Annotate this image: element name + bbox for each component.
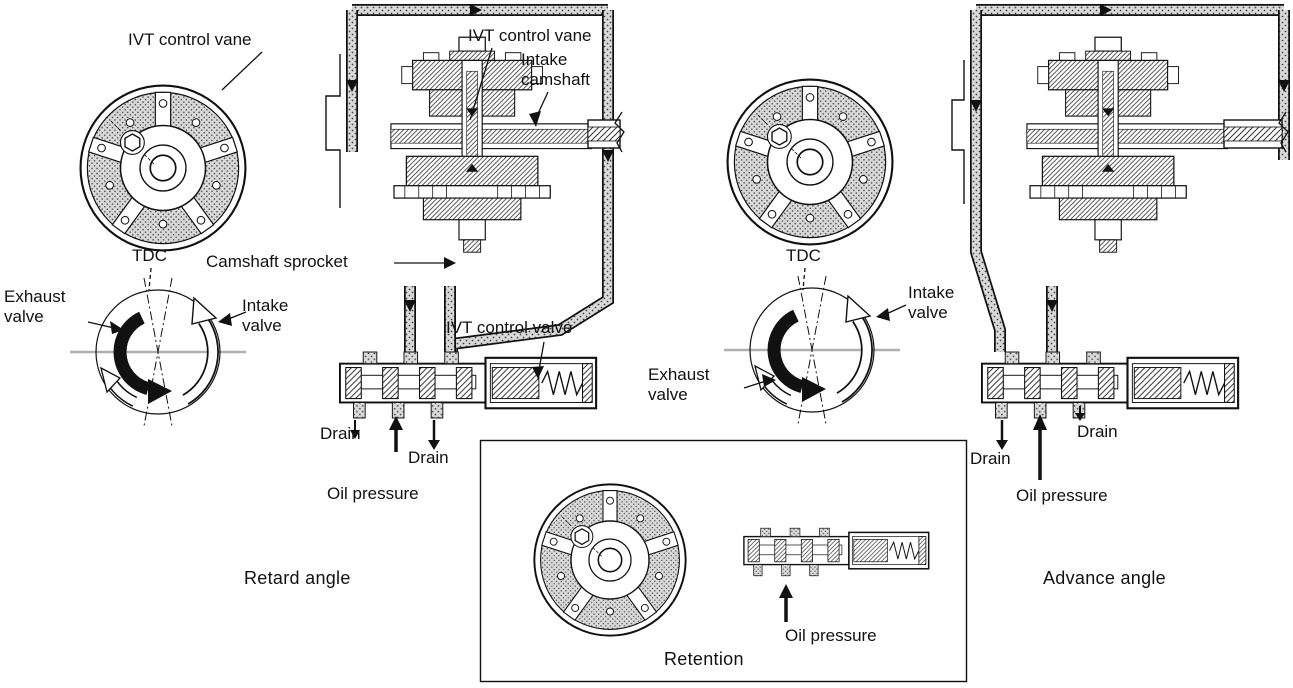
left-drain-label-1: Drain <box>320 424 361 443</box>
left-exhaust-valve-label: Exhaust valve <box>4 287 66 327</box>
right-drain-label-2: Drain <box>1077 422 1118 441</box>
left-vane-callout: IVT control vane <box>128 30 252 49</box>
left-tdc-label: TDC <box>132 246 167 265</box>
camshaft-sprocket-callout: Camshaft sprocket <box>206 252 348 271</box>
left-oil-channels <box>346 4 614 352</box>
right-control-valve <box>980 350 1240 420</box>
left-control-valve <box>338 350 598 420</box>
left-callout-leaders <box>87 47 549 379</box>
section-vane-callout: IVT control vane <box>468 26 592 45</box>
retention-caption: Retention <box>664 649 744 669</box>
advance-angle-caption: Advance angle <box>1043 568 1166 588</box>
right-phaser-section <box>1026 36 1289 253</box>
left-engine-edge-contour <box>325 54 341 208</box>
left-phaser-section <box>390 36 625 253</box>
retard-angle-caption: Retard angle <box>244 568 351 588</box>
right-exhaust-valve-label: Exhaust valve <box>648 365 710 405</box>
retention-oil-pressure-label: Oil pressure <box>785 626 877 645</box>
right-oil-channels <box>970 4 1290 352</box>
right-tdc-label: TDC <box>786 246 821 265</box>
ivt-control-valve-callout: IVT control valve <box>446 318 573 337</box>
right-drain-label-1: Drain <box>970 449 1011 468</box>
right-vane-actuator <box>726 78 894 246</box>
retention-inset <box>479 439 968 683</box>
right-callout-leaders <box>743 267 907 389</box>
left-tdc-diagram <box>70 278 246 426</box>
left-port-arrows <box>350 416 440 452</box>
right-port-arrows <box>996 406 1085 480</box>
left-intake-valve-label: Intake valve <box>242 296 289 336</box>
right-tdc-diagram <box>724 276 900 424</box>
left-drain-label-2: Drain <box>408 448 449 467</box>
right-oil-pressure-label: Oil pressure <box>1016 486 1108 505</box>
right-intake-valve-label: Intake valve <box>908 283 955 323</box>
intake-camshaft-callout: Intake camshaft <box>521 50 590 90</box>
left-oil-pressure-label: Oil pressure <box>327 484 419 503</box>
right-engine-edge-contour <box>951 60 965 204</box>
retention-vane-actuator <box>533 483 687 637</box>
left-vane-actuator <box>79 84 247 252</box>
